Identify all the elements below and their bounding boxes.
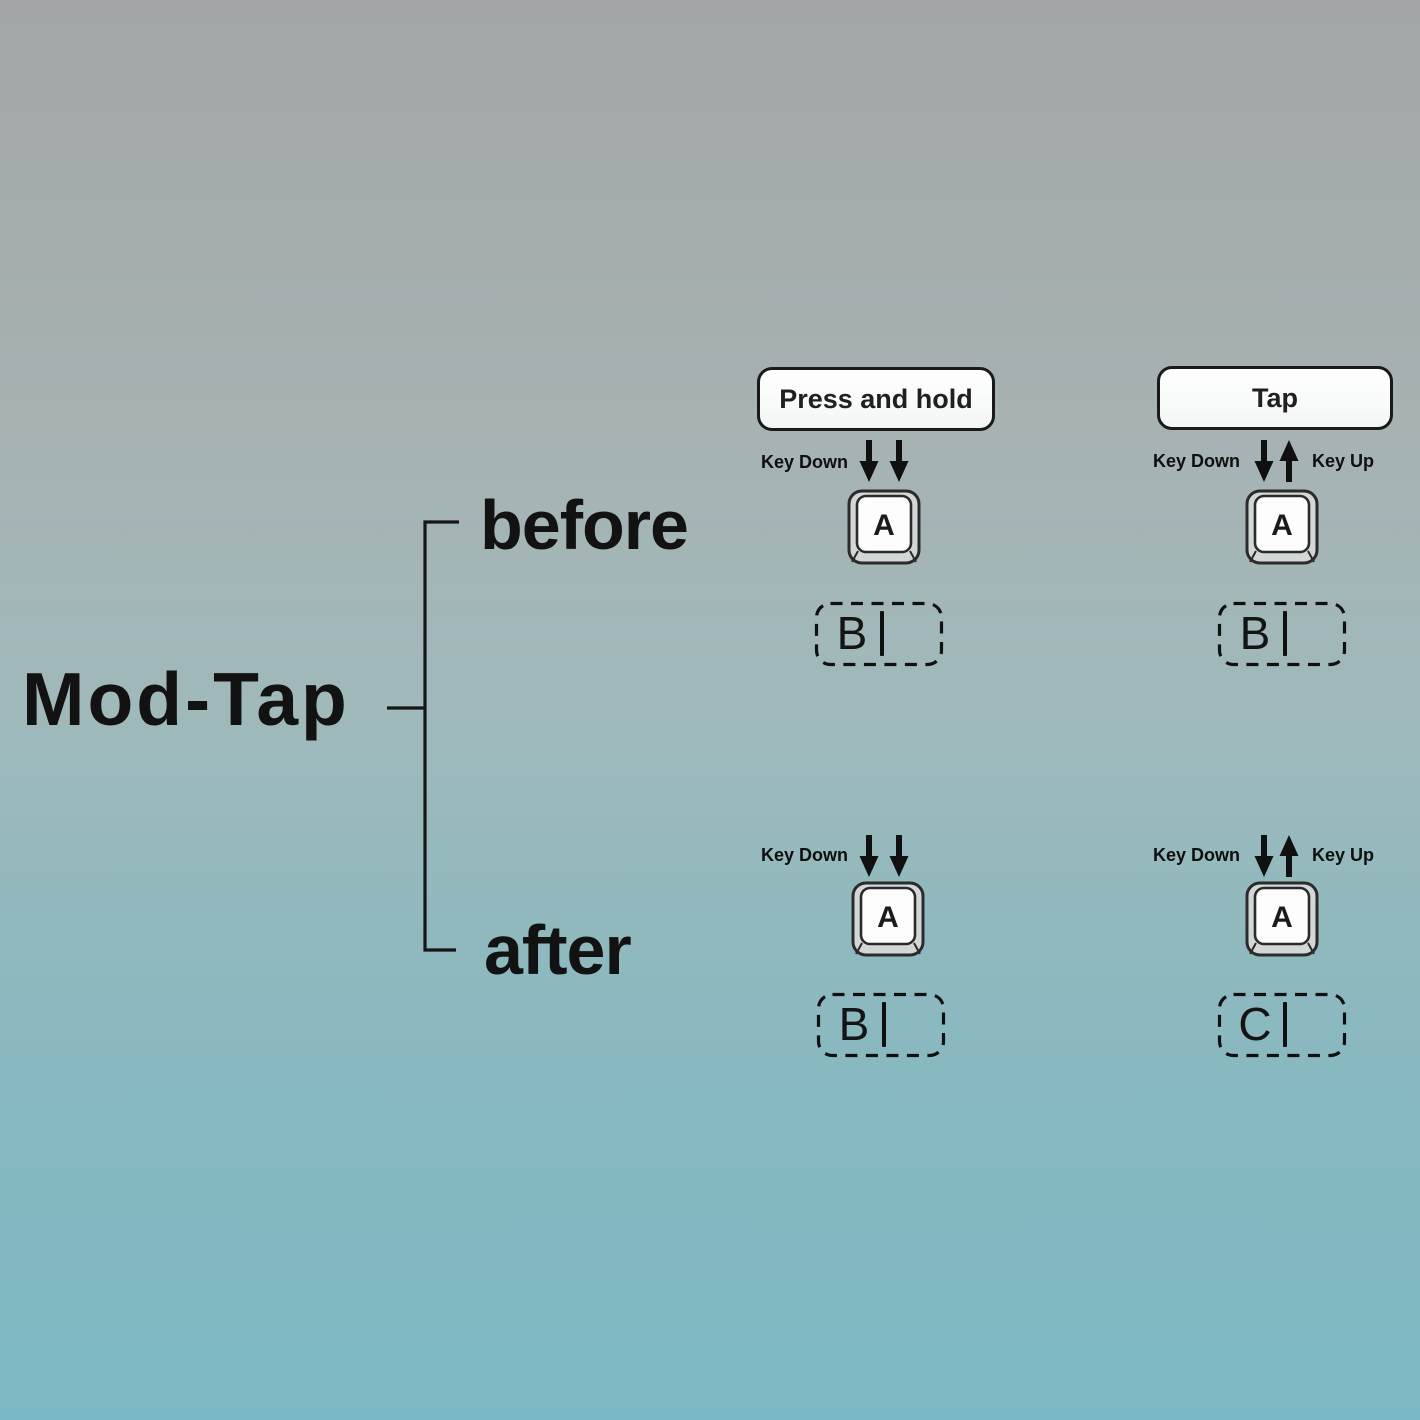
output-letter: C xyxy=(1238,998,1272,1050)
key-up-arrow-icon xyxy=(1279,835,1299,877)
scenario-before-tap: Tap Key Down Key Up A B xyxy=(1120,360,1420,680)
output-letter: B xyxy=(1239,607,1271,659)
dashed-output-frame-icon xyxy=(814,601,944,667)
key-down-label: Key Down xyxy=(760,452,848,472)
scenario-after-press-and-hold: Key Down A B xyxy=(720,800,1020,1080)
keycap-a-icon: A xyxy=(851,881,925,957)
keycap-letter: A xyxy=(1271,509,1293,542)
text-cursor xyxy=(1283,1002,1287,1047)
keycap-letter: A xyxy=(873,509,895,542)
output-box: C xyxy=(1217,992,1347,1058)
page-title: Mod-Tap xyxy=(22,657,350,741)
key-down-arrow-icon xyxy=(889,440,909,482)
text-cursor xyxy=(880,611,884,656)
branch-label-after: after xyxy=(484,911,632,989)
output-box: B xyxy=(1217,601,1347,667)
text-cursor xyxy=(882,1002,886,1047)
output-letter: B xyxy=(836,607,868,659)
keycap-a-icon: A xyxy=(1245,881,1319,957)
press-and-hold-badge: Press and hold xyxy=(757,367,995,431)
key-down-arrow-icon xyxy=(889,835,909,877)
key-up-arrow-icon xyxy=(1279,440,1299,482)
output-letter: B xyxy=(838,998,870,1050)
keycap-letter: A xyxy=(877,901,899,934)
dashed-output-frame-icon xyxy=(816,992,946,1058)
key-down-label: Key Down xyxy=(1152,845,1240,865)
key-up-label: Key Up xyxy=(1312,845,1375,865)
key-down-arrow-icon xyxy=(859,440,879,482)
key-down-arrow-icon xyxy=(1254,835,1274,877)
branch-bracket-icon xyxy=(387,520,459,952)
text-cursor xyxy=(1283,611,1287,656)
keycap-a-icon: A xyxy=(1245,489,1319,565)
keycap-letter: A xyxy=(1271,901,1293,934)
scenario-before-press-and-hold: Press and hold Key Down A B xyxy=(720,360,1020,680)
key-down-label: Key Down xyxy=(1152,451,1240,471)
output-box: B xyxy=(816,992,946,1058)
key-down-label: Key Down xyxy=(760,845,848,865)
tap-badge: Tap xyxy=(1157,366,1393,430)
keycap-a-icon: A xyxy=(847,489,921,565)
dashed-output-frame-icon xyxy=(1217,992,1347,1058)
branch-label-before: before xyxy=(480,486,689,564)
dashed-output-frame-icon xyxy=(1217,601,1347,667)
key-down-arrow-icon xyxy=(859,835,879,877)
key-down-arrow-icon xyxy=(1254,440,1274,482)
scenario-after-tap: Key Down Key Up A C xyxy=(1120,800,1420,1080)
key-up-label: Key Up xyxy=(1312,451,1375,471)
output-box: B xyxy=(814,601,944,667)
